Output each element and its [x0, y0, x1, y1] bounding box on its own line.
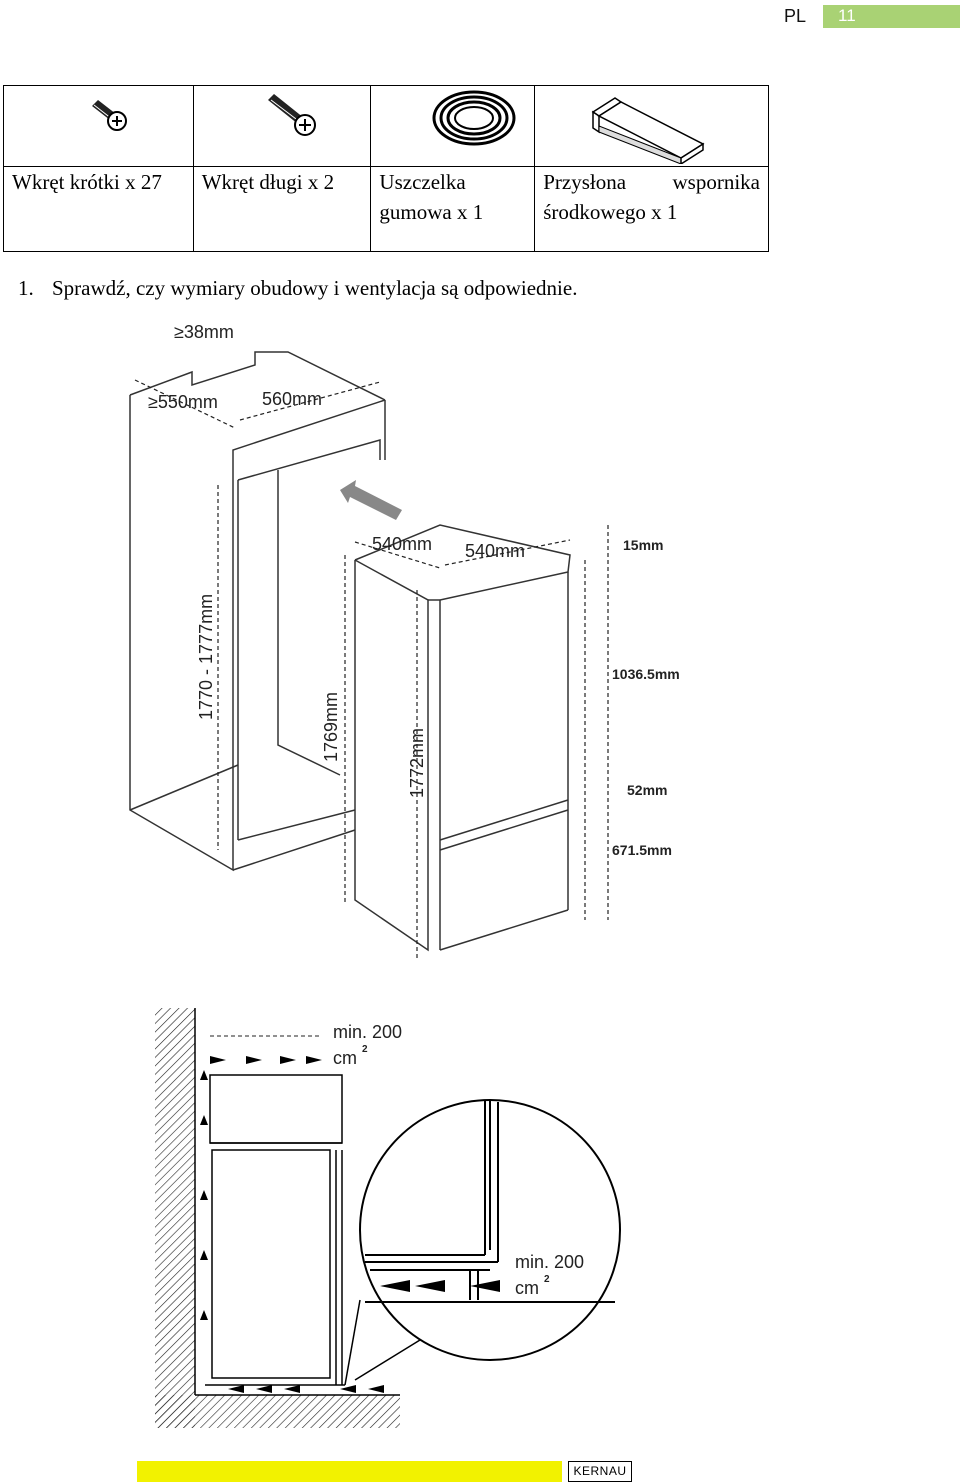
dim-gap: ≥38mm [174, 322, 234, 342]
part-label: Przysłona wspornika środkowego x 1 [534, 166, 769, 252]
language-code: PL [784, 6, 807, 26]
vent-top-unit: cm [333, 1048, 357, 1068]
part-label: Wkręt długi x 2 [192, 166, 372, 252]
dim-mid-gap: 52mm [627, 782, 667, 798]
short-screw-icon [92, 100, 127, 131]
dim-top-gap: 15mm [623, 537, 663, 553]
dim-fridge-width: 540mm [372, 534, 432, 554]
dim-height-range: 1770 - 1777mm [196, 594, 216, 720]
dim-fridge-depth: 540mm [465, 541, 525, 561]
vent-bottom-sup: 2 [544, 1274, 550, 1285]
vent-bottom-label: min. 200 [515, 1252, 584, 1272]
part-label: Wkręt krótki x 27 [3, 166, 194, 252]
page-number-bar [823, 5, 960, 28]
page-number: 11 [838, 6, 856, 25]
part-icon-cell [192, 85, 372, 167]
bracket-cover-icon [591, 97, 705, 164]
dim-width: 560mm [262, 389, 322, 409]
vent-top-sup: 2 [362, 1044, 368, 1055]
part-icon-cell [534, 85, 769, 167]
ventilation-diagram: min. 200 cm 2 min. 200 cm 2 [155, 1008, 621, 1428]
insert-arrow-icon [340, 480, 402, 520]
dim-depth-min: ≥550mm [148, 392, 218, 412]
part-label: Uszczelka gumowa x 1 [370, 166, 536, 252]
part-icon-cell [370, 85, 536, 167]
dim-door-height: 1772mm [407, 728, 427, 798]
dim-fridge-height: 1769mm [321, 692, 341, 762]
rubber-seal-icon [432, 90, 516, 146]
step-instruction: 1. Sprawdź, czy wymiary obudowy i wentyla… [18, 276, 577, 301]
footer-bar [137, 1461, 562, 1482]
dimensions-diagram: ≥38mm ≥550mm 560mm 540mm 540mm 1770 - 17… [129, 322, 680, 960]
brand-logo: KERNAU [568, 1461, 632, 1482]
step-text: Sprawdź, czy wymiary obudowy i wentylacj… [52, 276, 578, 300]
parts-table: Wkręt krótki x 27 Wkręt długi x 2 Uszcze… [3, 85, 769, 252]
part-icon-cell [3, 85, 194, 167]
long-screw-icon [267, 94, 316, 136]
dim-lower-door: 671.5mm [612, 842, 672, 858]
dim-upper-door: 1036.5mm [612, 666, 680, 682]
step-number: 1. [18, 276, 34, 300]
vent-top-label: min. 200 [333, 1022, 402, 1042]
vent-bottom-unit: cm [515, 1278, 539, 1298]
